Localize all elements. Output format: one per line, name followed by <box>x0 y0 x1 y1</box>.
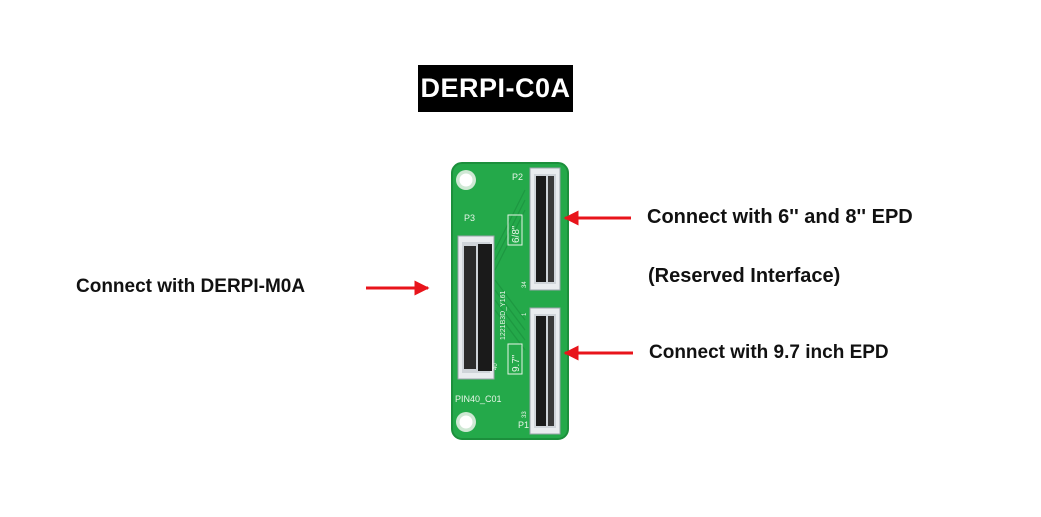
silk-pin-40: 40 <box>493 363 499 370</box>
label-connect-derpi-m0a: Connect with DERPI-M0A <box>76 276 306 297</box>
label-connect-9-7-epd: Connect with 9.7 inch EPD <box>649 342 889 363</box>
connector-p3 <box>457 235 495 380</box>
diagram-title: DERPI-C0A <box>418 65 573 112</box>
silk-date-code: 1221B3D_Y161 <box>500 290 507 340</box>
connector-p1 <box>529 307 561 435</box>
label-reserved-interface: (Reserved Interface) <box>648 265 841 287</box>
silk-size-bottom-box: 9.7" <box>507 343 523 375</box>
silk-size-top: 6/8" <box>511 225 522 243</box>
silk-pin-33: 33 <box>522 411 528 418</box>
silk-pin-34: 34 <box>522 281 528 288</box>
silk-size-bottom: 9.7" <box>511 354 522 372</box>
label-connect-6-8-epd: Connect with 6'' and 8'' EPD <box>647 206 913 228</box>
silk-pin-1: 1 <box>522 312 528 316</box>
silk-model: PIN40_C01 <box>455 394 502 404</box>
mounting-hole-bottom <box>456 412 476 432</box>
connector-p2 <box>529 167 561 291</box>
silk-p1: P1 <box>518 420 529 430</box>
silk-p2: P2 <box>512 172 523 182</box>
silk-size-top-box: 6/8" <box>507 214 523 246</box>
mounting-hole-top <box>456 170 476 190</box>
silk-p3: P3 <box>464 213 475 223</box>
